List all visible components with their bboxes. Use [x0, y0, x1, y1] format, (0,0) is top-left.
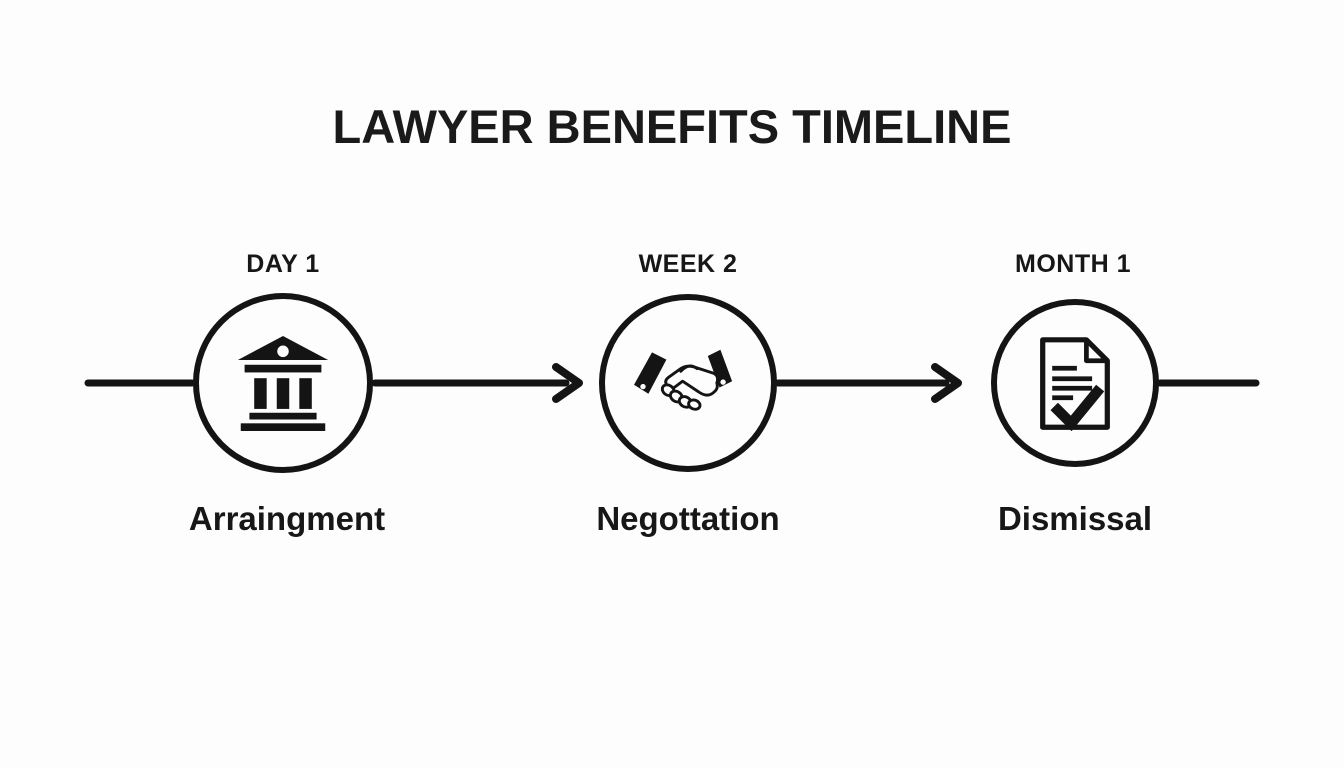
arrow-2-head: [931, 363, 962, 403]
time-label-week-2: WEEK 2: [638, 250, 738, 278]
timeline-node-arraignment: [193, 293, 373, 473]
handshake-icon: [634, 349, 733, 411]
document-check-icon: [1040, 336, 1110, 431]
time-label-month-1: MONTH 1: [1015, 250, 1131, 278]
arrow-1-head: [552, 363, 583, 403]
timeline-node-dismissal: [991, 299, 1159, 467]
timeline-node-negotiation: [599, 294, 777, 472]
page-title: LAWYER BENEFITS TIMELINE: [332, 100, 1012, 153]
time-label-day-1: DAY 1: [246, 250, 320, 278]
stage-label-arraignment: Arraingment: [188, 500, 386, 537]
courthouse-icon: [237, 335, 329, 431]
stage-label-negotiation: Negottation: [596, 500, 780, 537]
stage-label-dismissal: Dismissal: [997, 500, 1153, 537]
